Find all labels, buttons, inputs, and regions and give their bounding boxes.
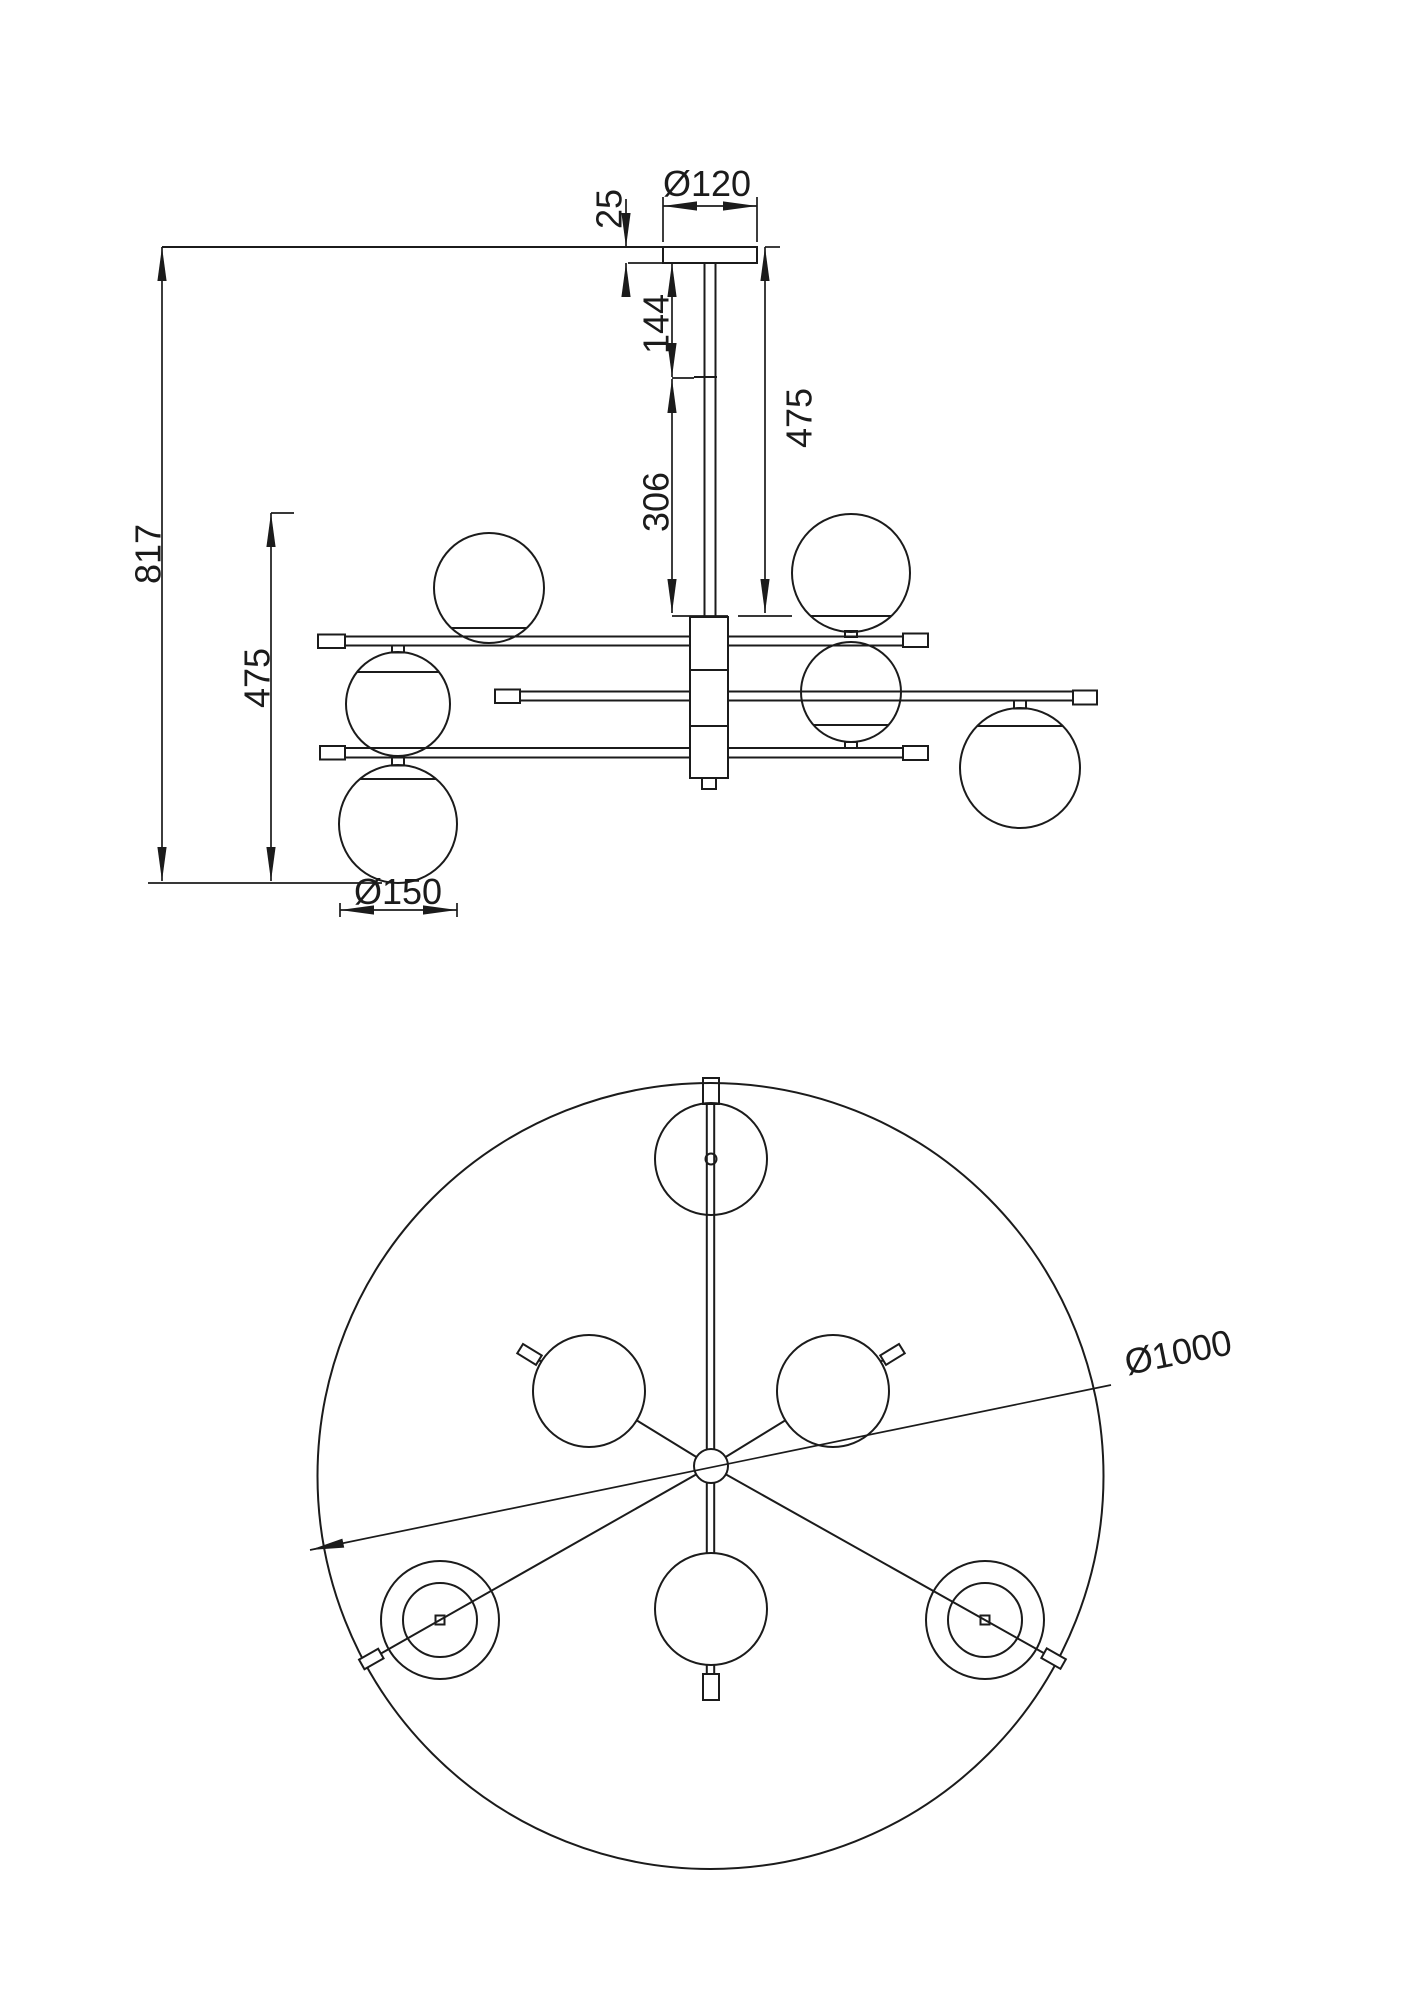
hub-body (689, 616, 729, 779)
dim-label-body-height: 475 (237, 648, 278, 708)
sphere-outline (338, 764, 458, 884)
arm-lower-left (370, 1465, 712, 1660)
glass-sphere-far-right (959, 699, 1081, 829)
arm-upper-right-cap (878, 1342, 907, 1367)
dim-suspension-height: 475 (738, 246, 820, 617)
bar-middle-body (519, 690, 1074, 702)
plan-sphere-lower-right (925, 1560, 1045, 1680)
sphere-outer-circle (925, 1560, 1045, 1680)
arm-bar-lower (319, 745, 929, 761)
dim-label-fixture-diameter: Ø1000 (1121, 1321, 1235, 1382)
ceiling-canopy (662, 246, 758, 264)
sphere-center-fitting (434, 1614, 446, 1626)
sphere-inner-ring (947, 1582, 1023, 1658)
dim-canopy-diameter: Ø120 (662, 163, 758, 242)
arm-upper-left-cap (515, 1342, 544, 1367)
sphere-center-fitting (704, 1152, 718, 1166)
sphere-inner-ring (402, 1582, 478, 1658)
plan-sphere-mid-right (776, 1334, 890, 1448)
dimension-leader-line (309, 1384, 1112, 1551)
hub-bottom-nub (701, 777, 717, 790)
dim-canopy-thickness: 25 (589, 189, 663, 297)
dim-overall-height: 817 (128, 247, 382, 884)
plan-sphere-lower-left (380, 1560, 500, 1680)
dim-label-rod-lower-segment: 306 (636, 472, 677, 532)
bar-middle-left-cap (494, 688, 521, 704)
bar-lower-right-cap (902, 745, 929, 761)
glass-sphere-upper-left (433, 532, 545, 644)
arm-lower-left-cap (357, 1647, 385, 1671)
dim-shade-diameter: Ø150 (339, 871, 458, 917)
dim-fixture-diameter: Ø1000 (309, 1321, 1235, 1551)
arm-lower-right-cap (1039, 1647, 1068, 1671)
sphere-outline (791, 513, 911, 633)
dim-label-canopy-diameter: Ø120 (663, 163, 751, 204)
bar-middle-right-cap (1072, 689, 1098, 706)
sphere-outline (345, 651, 451, 757)
dim-label-rod-upper-segment: 144 (636, 294, 677, 354)
sphere-connector (844, 741, 858, 749)
dim-label-shade-diameter: Ø150 (354, 871, 442, 912)
dim-label-overall-height: 817 (128, 524, 169, 584)
sphere-outline (433, 532, 545, 644)
bar-upper-body (344, 635, 904, 647)
dim-rod-lower-segment: 306 (636, 379, 728, 617)
glass-sphere-mid-right (800, 641, 902, 749)
stem-top-cap (702, 1077, 720, 1105)
hanger-rod (694, 263, 717, 617)
glass-sphere-upper-right (791, 513, 911, 638)
arm-lower-right (710, 1465, 1055, 1660)
bar-upper-right-cap (902, 632, 929, 648)
dim-label-canopy-thickness: 25 (589, 189, 630, 229)
glass-sphere-mid-left (345, 644, 451, 757)
arm-bar-middle (494, 688, 1098, 706)
plan-sphere-mid-left (532, 1334, 646, 1448)
sphere-outline (959, 707, 1081, 829)
bar-lower-body (344, 747, 904, 759)
sphere-connector (844, 630, 858, 638)
dim-label-suspension-height: 475 (779, 388, 820, 448)
arm-bar-upper (317, 632, 929, 649)
bar-lower-left-cap (319, 745, 346, 761)
bar-upper-left-cap (317, 633, 346, 649)
dim-rod-upper-segment: 144 (636, 263, 694, 379)
fixture-outline-circle (316, 1082, 1105, 1870)
glass-sphere-bottom-left (338, 756, 458, 884)
plan-sphere-bottom (654, 1552, 768, 1666)
dim-body-height: 475 (237, 512, 294, 881)
sphere-outline (654, 1102, 768, 1216)
top-view: Ø1000 (309, 1077, 1235, 1870)
sphere-center-fitting (979, 1614, 991, 1626)
side-view: 817 475 475 25 (128, 163, 1098, 917)
sphere-outer-circle (380, 1560, 500, 1680)
plan-center-hub (693, 1448, 729, 1484)
center-hub (689, 616, 729, 790)
stem-bottom-cap (702, 1673, 720, 1701)
plan-sphere-top (654, 1102, 768, 1216)
